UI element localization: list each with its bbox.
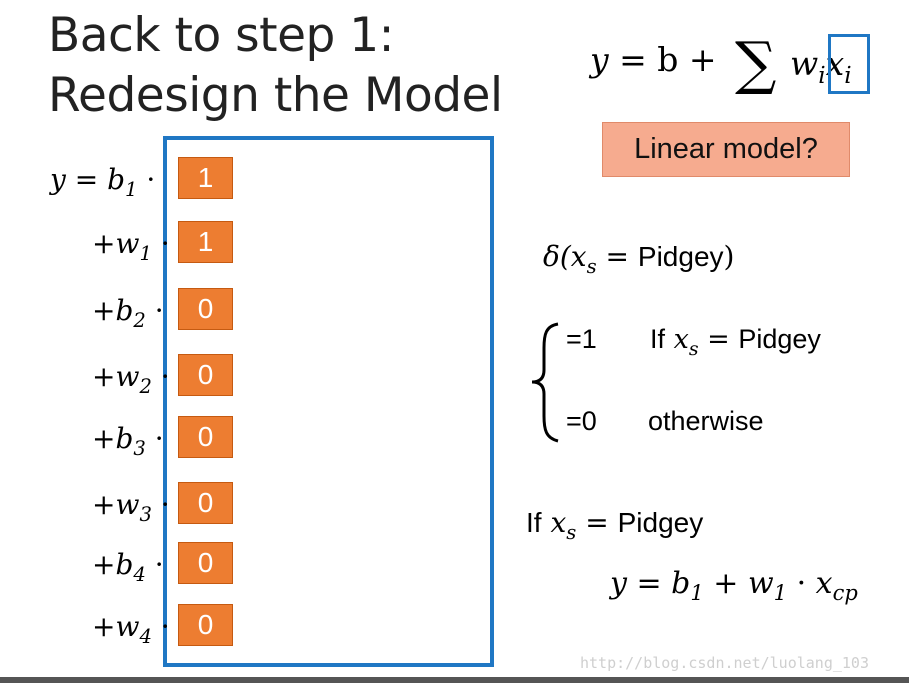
eq-w: w	[790, 44, 819, 83]
row-label-6: +w3 ·	[92, 488, 170, 526]
value-cell-8: 0	[178, 604, 233, 646]
slide-title: Back to step 1: Redesign the Model	[48, 6, 503, 126]
case-one-if: If	[649, 324, 665, 354]
row-prefix: +	[92, 548, 116, 581]
value-cell-5: 0	[178, 416, 233, 458]
eq-x-sub: i	[844, 63, 852, 90]
case-one-x: x	[673, 324, 689, 355]
res-eq: =	[626, 566, 672, 601]
row-var: b	[115, 422, 134, 455]
row-dot: ·	[151, 227, 170, 260]
case-one-eq: =	[698, 324, 739, 355]
value-cell-1: 1	[178, 157, 233, 199]
delta-x-sub: s	[586, 254, 597, 278]
row-sub: 3	[133, 436, 146, 460]
row-dot: ·	[145, 548, 164, 581]
value-cell-3: 0	[178, 288, 233, 330]
curly-brace-icon	[531, 322, 559, 443]
row-var: w	[115, 610, 140, 643]
row-prefix: +	[92, 610, 116, 643]
row-label-7: +b4 ·	[92, 548, 164, 586]
delta-name: Pidgey	[637, 241, 724, 272]
row-prefix: +	[92, 360, 116, 393]
res-b: b	[671, 566, 691, 601]
row-label-5: +b3 ·	[92, 422, 164, 460]
row-var: w	[115, 227, 140, 260]
delta-close: )	[723, 240, 735, 273]
value-cell-4: 0	[178, 354, 233, 396]
row-lhs: y =	[50, 163, 99, 196]
case-zero: =0 otherwise	[566, 406, 764, 437]
if-name: Pidgey	[617, 507, 704, 538]
if-x: x	[550, 506, 567, 539]
row-prefix: +	[92, 488, 116, 521]
row-dot: ·	[151, 360, 170, 393]
row-sub: 2	[133, 308, 146, 332]
feature-vector-box	[163, 136, 494, 667]
row-prefix: +	[92, 227, 116, 260]
case-zero-value: =0	[566, 406, 597, 436]
case-one-value: =1	[566, 324, 597, 354]
res-x-sub: cp	[832, 581, 858, 606]
title-line-2: Redesign the Model	[48, 68, 503, 123]
res-w-sub: 1	[773, 581, 788, 606]
if-eq: =	[576, 506, 618, 539]
row-dot: ·	[137, 163, 156, 196]
delta-definition: δ(xs = Pidgey)	[543, 240, 735, 278]
linear-equation: y = b +	[590, 40, 717, 79]
delta-eq: =	[596, 240, 638, 273]
row-prefix: +	[92, 294, 116, 327]
row-var: w	[115, 360, 140, 393]
row-sub: 2	[139, 374, 152, 398]
row-sub: 4	[133, 562, 146, 586]
row-dot: ·	[145, 422, 164, 455]
row-sub: 3	[139, 502, 152, 526]
title-line-1: Back to step 1:	[48, 8, 395, 63]
row-var: w	[115, 488, 140, 521]
row-sub: 1	[125, 177, 138, 201]
xi-highlight-box	[828, 34, 870, 94]
value-cell-7: 0	[178, 542, 233, 584]
delta-x: x	[570, 240, 587, 273]
row-label-2: +w1 ·	[92, 227, 170, 265]
sum-symbol: ∑	[735, 29, 777, 97]
row-label-1: y = b1 ·	[50, 163, 156, 201]
case-one-x-sub: s	[688, 337, 699, 360]
row-dot: ·	[151, 610, 170, 643]
res-y: y	[610, 566, 627, 601]
if-word: If	[526, 507, 542, 538]
row-label-3: +b2 ·	[92, 294, 164, 332]
row-label-4: +w2 ·	[92, 360, 170, 398]
if-condition: If xs = Pidgey	[526, 506, 704, 544]
eq-w-sub: i	[818, 63, 826, 90]
res-b-sub: 1	[690, 581, 704, 606]
res-w: w	[747, 566, 774, 601]
row-dot: ·	[151, 488, 170, 521]
delta-symbol: δ(	[543, 240, 571, 273]
row-prefix: +	[92, 422, 116, 455]
row-var: b	[107, 163, 126, 196]
res-dot: ·	[787, 566, 816, 601]
case-one: =1 If xs = Pidgey	[566, 324, 821, 360]
row-var: b	[115, 294, 134, 327]
res-plus: +	[703, 566, 748, 601]
value-cell-2: 1	[178, 221, 233, 263]
result-equation: y = b1 + w1 · xcp	[610, 566, 858, 605]
row-var: b	[115, 548, 134, 581]
res-x: x	[815, 566, 833, 601]
row-sub: 1	[139, 241, 152, 265]
eq-b: = b +	[619, 40, 717, 79]
row-label-8: +w4 ·	[92, 610, 170, 648]
linear-model-label: Linear model?	[602, 122, 850, 177]
row-sub: 4	[139, 624, 152, 648]
case-one-name: Pidgey	[738, 324, 821, 354]
if-x-sub: s	[566, 520, 577, 544]
watermark: http://blog.csdn.net/luolang_103	[580, 654, 869, 672]
row-dot: ·	[145, 294, 164, 327]
eq-y: y	[590, 40, 609, 79]
case-zero-condition: otherwise	[647, 406, 764, 436]
value-cell-6: 0	[178, 482, 233, 524]
bottom-bar	[0, 677, 909, 683]
